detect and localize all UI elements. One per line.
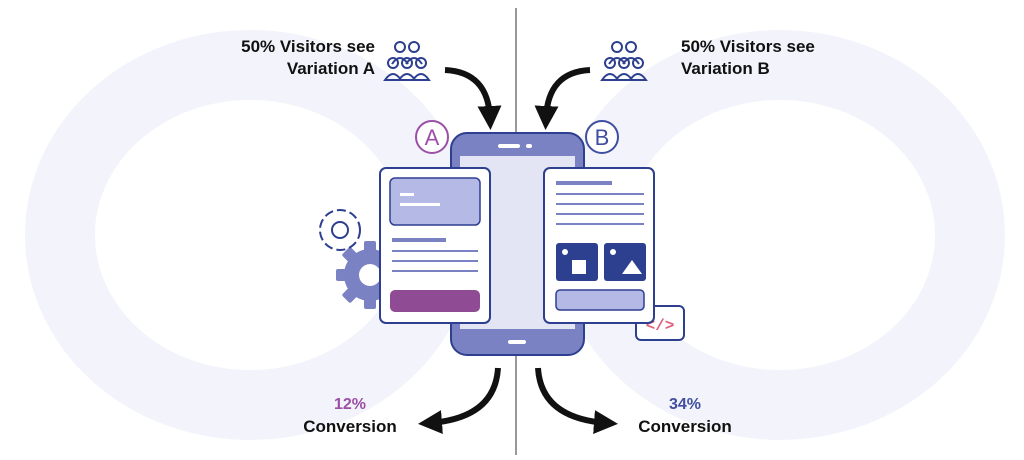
arrow-to-variation-b (534, 67, 591, 130)
visitors-group-icon (383, 41, 431, 81)
variation-a-card (379, 167, 491, 324)
arrow-to-conversion-a (418, 367, 501, 435)
conversion-a-percent: 12% (333, 396, 367, 413)
variation-b-visitors-label: 50% Visitors see Variation B (681, 36, 911, 80)
variation-b-line2: Variation B (681, 59, 770, 78)
badge-a (415, 120, 449, 154)
conversion-a-label: Conversion (303, 417, 397, 436)
badge-b (585, 120, 619, 154)
arrow-to-conversion-b (535, 367, 618, 435)
square-icon (572, 260, 586, 274)
variation-b-line1: 50% Visitors see (681, 37, 815, 56)
conversion-b-label: Conversion (638, 417, 732, 436)
badge-b-label: B (595, 125, 610, 150)
variation-a-line2: Variation A (286, 59, 375, 78)
conversion-b-percent: 34% (668, 396, 702, 413)
variation-a-visitors-label: 50% Visitors see Variation A (150, 36, 375, 80)
conversion-a: 12% Conversion (295, 394, 405, 438)
conversion-b: 34% Conversion (630, 394, 740, 438)
variation-a-line1: 50% Visitors see (241, 37, 375, 56)
triangle-icon (622, 260, 642, 274)
gear-outline-icon (319, 209, 361, 251)
visitors-group-icon (600, 41, 648, 81)
arrow-to-variation-a (444, 67, 502, 130)
badge-a-label: A (425, 125, 440, 150)
variation-b-card (543, 167, 655, 324)
